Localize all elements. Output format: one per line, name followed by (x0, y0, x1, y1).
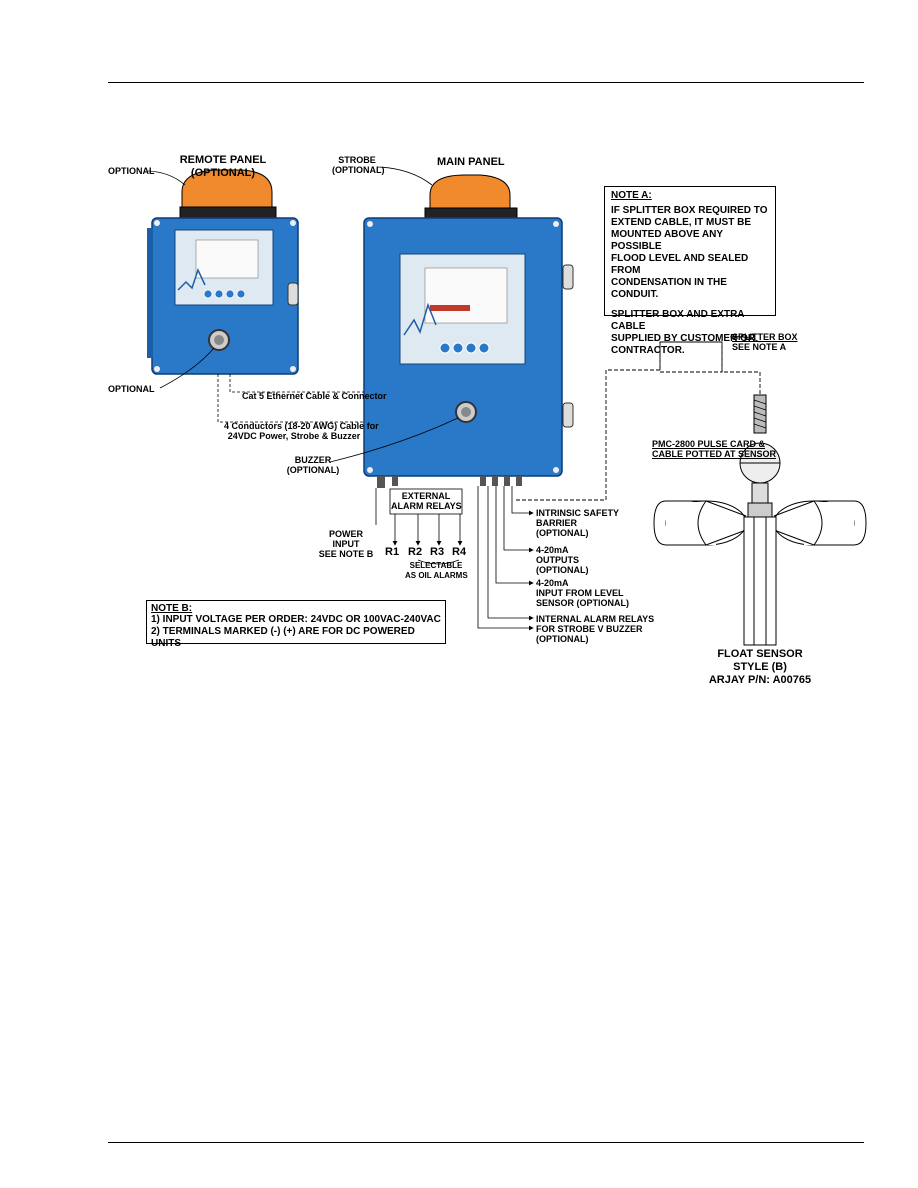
remote-panel-label: REMOTE PANEL(OPTIONAL) (179, 154, 267, 179)
note-b-line: 2) TERMINALS MARKED (-) (+) ARE FOR DC P… (151, 626, 415, 649)
remote-panel (147, 169, 299, 375)
sensor-cable (516, 341, 761, 501)
note-b-line: 1) INPUT VOLTAGE PER ORDER: 24VDC OR 100… (151, 614, 441, 625)
output-lines (477, 486, 534, 631)
main-strobe-icon (429, 174, 511, 211)
main-panel (363, 174, 574, 488)
note-a-line: FLOOD LEVEL AND SEALED FROM (611, 253, 749, 276)
note-a-heading: NOTE A: (611, 190, 652, 201)
remote-strobe-icon (181, 169, 273, 209)
note-a-line: SUPPLIED BY CUSTOMER OR (611, 333, 756, 344)
note-a-line: CONTRACTOR. (611, 345, 685, 356)
main-panel-label: MAIN PANEL (437, 156, 505, 168)
leader-lines (147, 166, 459, 525)
note-b: NOTE B: 1) INPUT VOLTAGE PER ORDER: 24VD… (146, 600, 446, 649)
relay-r4: R4 (452, 546, 467, 558)
optional-button-label: OPTIONAL (108, 384, 155, 394)
note-a-line: CONDENSATION IN THE CONDUIT. (611, 277, 727, 300)
relay-r3: R3 (430, 546, 445, 558)
optional-top-label: OPTIONAL (108, 166, 155, 176)
buzzer-label: BUZZER(OPTIONAL) (286, 455, 340, 475)
note-b-heading: NOTE B: (151, 603, 193, 614)
relay-r1: R1 (385, 546, 400, 558)
strobe-label: STROBE(OPTIONAL) (332, 155, 385, 175)
interconnect-cables (217, 374, 364, 423)
float-sensor (653, 394, 867, 646)
note-a-line: IF SPLITTER BOX REQUIRED TO (611, 205, 768, 216)
note-a-line: SPLITTER BOX AND EXTRA CABLE (611, 309, 745, 332)
cat5-label: Cat 5 Ethernet Cable & Connector (242, 391, 387, 401)
external-relays (389, 488, 463, 565)
relay-r2: R2 (408, 546, 423, 558)
footer-rule (108, 1142, 864, 1143)
note-a: NOTE A: IF SPLITTER BOX REQUIRED TO EXTE… (604, 186, 776, 356)
header-rule (108, 82, 864, 83)
pulse-card-label: PMC-2800 PULSE CARD &CABLE POTTED AT SEN… (652, 439, 777, 459)
note-a-line: EXTEND CABLE, IT MUST BE (611, 217, 752, 228)
note-a-line: MOUNTED ABOVE ANY POSSIBLE (611, 229, 723, 252)
